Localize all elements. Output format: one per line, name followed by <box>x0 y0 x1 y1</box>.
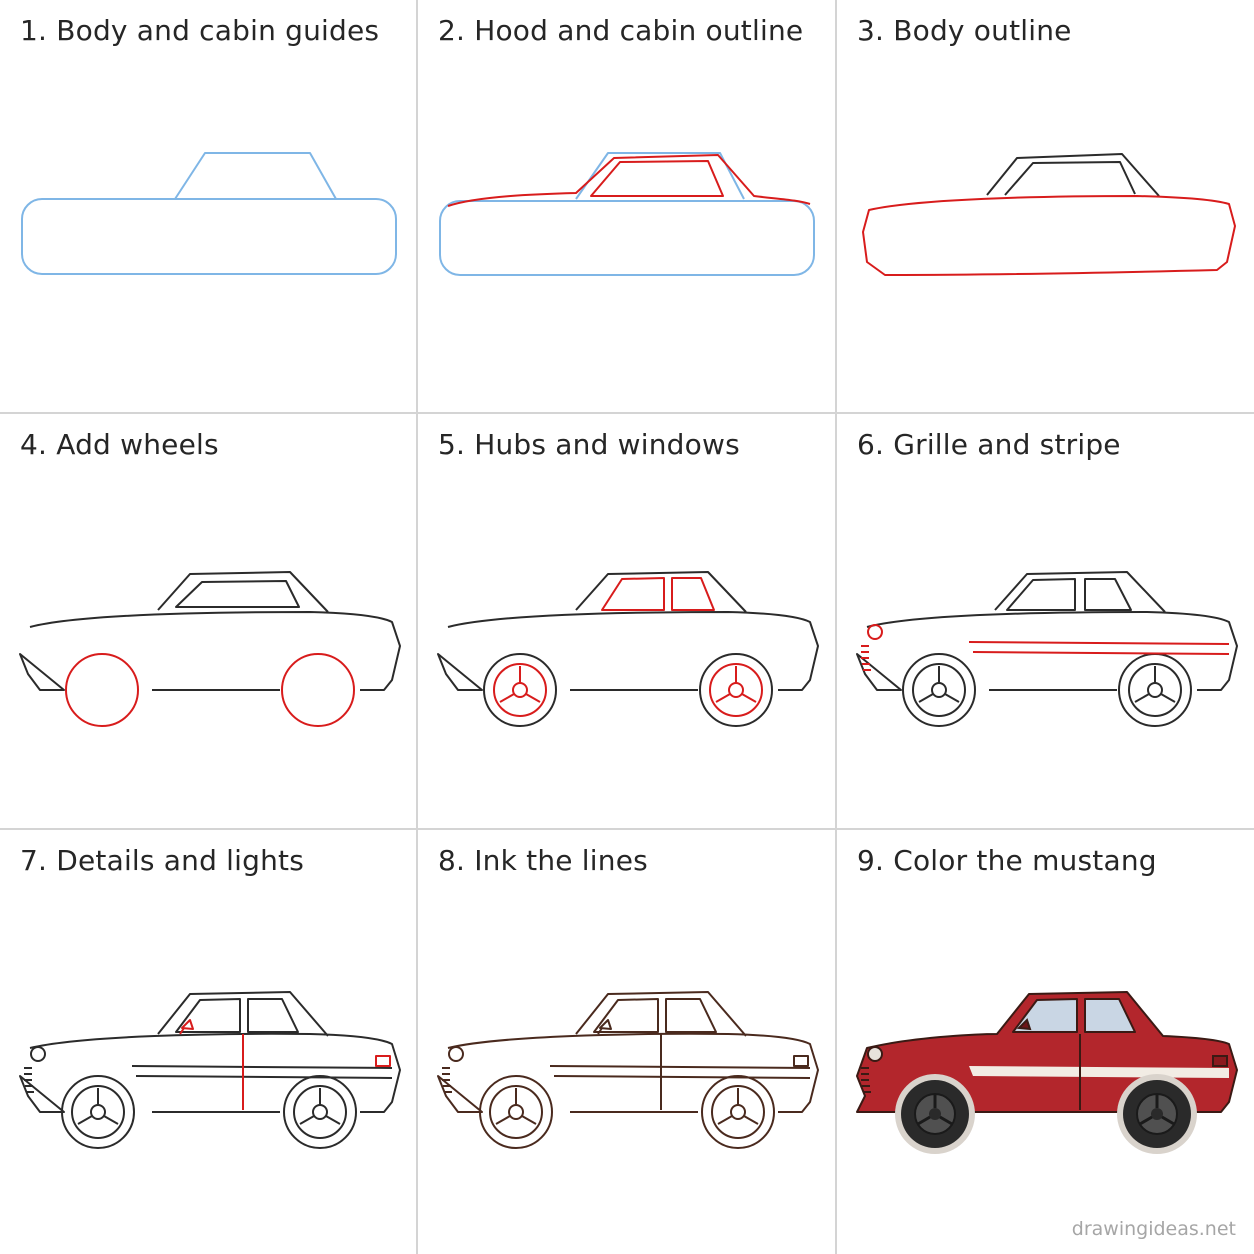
grille <box>861 1068 871 1092</box>
guide-lines <box>22 153 396 274</box>
step-panel-6: 6. Grille and stripe <box>837 414 1254 828</box>
step-panel-5: 5. Hubs and windows <box>418 414 835 828</box>
body-outline <box>863 196 1235 275</box>
body-outline <box>857 612 1237 690</box>
step-panel-7: 7. Details and lights <box>0 830 416 1254</box>
step-title-7: 7. Details and lights <box>20 844 305 877</box>
step-5-drawing <box>418 414 835 828</box>
grille <box>861 646 871 670</box>
step-panel-8: 8. Ink the lines <box>418 830 835 1254</box>
front-window <box>176 999 240 1032</box>
cabin-outline <box>158 992 328 1036</box>
cabin-outline <box>576 992 746 1036</box>
rear-window <box>248 999 298 1032</box>
cabin-guide <box>576 153 744 199</box>
front-hub <box>494 664 546 716</box>
rear-tire <box>284 1076 356 1148</box>
rear-window <box>666 999 716 1032</box>
rear-window-glass <box>1085 999 1135 1032</box>
rear-hub <box>1129 664 1181 716</box>
side-window <box>176 581 299 607</box>
side-mirror <box>598 1020 611 1034</box>
front-tire <box>484 654 556 726</box>
front-wheel <box>66 654 138 726</box>
step-7-drawing <box>0 830 416 1254</box>
front-hub <box>490 1086 542 1138</box>
step-2-drawing <box>418 0 835 412</box>
step-title-6: 6. Grille and stripe <box>857 428 1121 461</box>
step-6-drawing <box>837 414 1254 828</box>
rear-wheel <box>1117 1074 1197 1154</box>
white-stripe <box>969 1066 1229 1078</box>
stripe-top <box>550 1066 810 1068</box>
step-panel-4: 4. Add wheels <box>0 414 416 828</box>
rear-wheel <box>282 654 354 726</box>
side-mirror <box>180 1020 193 1034</box>
cabin-guide <box>175 153 336 199</box>
step-panel-3: 3. Body outline <box>837 0 1254 412</box>
front-window <box>602 578 664 610</box>
rear-window <box>1085 579 1131 610</box>
step-panel-1: 1. Body and cabin guides <box>0 0 416 412</box>
body-outline <box>20 612 400 690</box>
step-title-9: 9. Color the mustang <box>857 844 1157 877</box>
cabin-outline <box>987 154 1159 196</box>
cabin-outline <box>576 572 746 612</box>
front-window <box>1007 579 1075 610</box>
headlight <box>868 1047 882 1061</box>
rear-tire <box>702 1076 774 1148</box>
headlight <box>449 1047 463 1061</box>
body-guide <box>440 201 814 275</box>
step-title-4: 4. Add wheels <box>20 428 219 461</box>
step-title-8: 8. Ink the lines <box>438 844 648 877</box>
front-hub <box>72 1086 124 1138</box>
front-wheel <box>895 1074 975 1154</box>
step-title-1: 1. Body and cabin guides <box>20 14 380 47</box>
headlight <box>31 1047 45 1061</box>
front-tire <box>903 654 975 726</box>
step-3-drawing <box>837 0 1254 412</box>
tail-light <box>376 1056 390 1066</box>
tail-light <box>1213 1056 1227 1066</box>
cabin-outline <box>995 572 1165 612</box>
front-window <box>594 999 658 1032</box>
site-watermark: drawingideas.net <box>1071 1218 1236 1240</box>
rear-hub <box>710 664 762 716</box>
stripe-bottom <box>554 1076 810 1078</box>
step-panel-2: 2. Hood and cabin outline <box>418 0 835 412</box>
stripe-top <box>969 642 1229 644</box>
front-tire <box>480 1076 552 1148</box>
stripe-bottom <box>973 652 1229 654</box>
step-title-3: 3. Body outline <box>857 14 1072 47</box>
grille <box>442 1068 452 1092</box>
grille <box>24 1068 34 1092</box>
side-window-outline <box>591 161 723 196</box>
hood-roof-outline <box>448 155 810 206</box>
cabin-outline <box>158 572 328 612</box>
front-hub <box>913 664 965 716</box>
step-4-drawing <box>0 414 416 828</box>
step-panel-9: 9. Color the mustang <box>837 830 1254 1254</box>
body-outline <box>438 1034 818 1112</box>
body-outline <box>438 612 818 690</box>
step-1-drawing <box>0 0 416 412</box>
headlight <box>868 625 882 639</box>
side-window <box>1005 162 1135 195</box>
step-title-2: 2. Hood and cabin outline <box>438 14 804 47</box>
rear-hub <box>294 1086 346 1138</box>
step-title-5: 5. Hubs and windows <box>438 428 740 461</box>
tail-light <box>794 1056 808 1066</box>
stripe-bottom <box>136 1076 392 1078</box>
body-guide <box>22 199 396 274</box>
rear-hub <box>712 1086 764 1138</box>
rear-tire <box>700 654 772 726</box>
step-9-drawing <box>837 830 1254 1154</box>
step-8-drawing <box>418 830 835 1254</box>
stripe-top <box>132 1066 392 1068</box>
side-mirror <box>1019 1020 1030 1029</box>
front-tire <box>62 1076 134 1148</box>
body-outline <box>20 1034 400 1112</box>
rear-window <box>672 578 714 610</box>
